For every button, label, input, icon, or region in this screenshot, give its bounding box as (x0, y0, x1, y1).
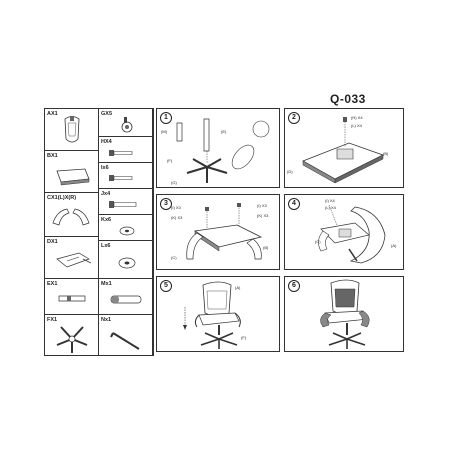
callout-label: (D) (287, 169, 293, 174)
part-f-cell: FX1 (45, 315, 99, 355)
callout-label: (E) (221, 129, 227, 134)
step-number: 5 (160, 280, 172, 292)
caster-icon (99, 117, 153, 137)
gas-lift-icon (45, 279, 99, 315)
parts-list: AX1 GX5 HX4 BX1 Ix6 (44, 108, 154, 356)
part-a-cell: AX1 (45, 109, 99, 151)
part-label: EX1 (47, 281, 58, 287)
step-6-panel: 6 (284, 276, 404, 352)
callout-label: (K) X3 (171, 215, 183, 220)
callout-label: (A) (235, 285, 241, 290)
callout-label: (I) X3 (171, 205, 181, 210)
step-1-panel: 1 (M) (E) (F) (G) (156, 108, 280, 188)
step-2-illustration (285, 117, 405, 189)
callout-label: (C) (315, 239, 321, 244)
part-label: Jx4 (101, 191, 111, 197)
part-i-cell: Ix6 (99, 163, 153, 189)
part-label: BX1 (47, 153, 58, 159)
part-k-cell: Kx6 (99, 215, 153, 241)
callout-label: (F) (241, 335, 247, 340)
callout-label: (A) (391, 243, 397, 248)
callout-label: (G) (171, 180, 177, 185)
part-m-cell: Mx1 (99, 279, 153, 315)
part-d-cell: DX1 (45, 237, 99, 279)
callout-label: (I) X3 (257, 203, 267, 208)
part-label: Ix6 (101, 165, 109, 171)
washer-icon (99, 215, 153, 241)
part-b-cell: BX1 (45, 151, 99, 193)
part-label: Nx1 (101, 317, 112, 323)
part-l-cell: Lx6 (99, 241, 153, 279)
step-4-panel: 4 (I) X4 (L) X4 (C) (A) (284, 194, 404, 270)
part-label: GX5 (101, 111, 113, 117)
base-icon (45, 315, 99, 355)
part-label: CX1(L)X(R) (47, 195, 77, 201)
part-e-cell: EX1 (45, 279, 99, 315)
step-number: 3 (160, 198, 172, 210)
seat-back-icon (45, 109, 99, 151)
part-label: Mx1 (101, 281, 112, 287)
part-n-cell: Nx1 (99, 315, 153, 355)
step-number: 1 (160, 112, 172, 124)
part-h-cell: HX4 (99, 137, 153, 163)
callout-label: (F) (167, 158, 173, 163)
step-4-illustration (285, 195, 405, 271)
step-2-panel: 2 (H) X4 (L) X4 (B) (D) (284, 108, 404, 188)
part-label: HX4 (101, 139, 112, 145)
callout-label: (B) (263, 245, 269, 250)
callout-label: (L) X4 (325, 205, 336, 210)
callout-label: (L) X4 (351, 123, 362, 128)
step-6-illustration (285, 277, 405, 353)
step-number: 4 (288, 198, 300, 210)
callout-label: (H) X4 (351, 115, 363, 120)
mechanism-icon (45, 237, 99, 279)
part-label: AX1 (47, 111, 58, 117)
callout-label: (I) X4 (325, 198, 335, 203)
step-3-illustration (157, 203, 281, 271)
callout-label: (M) (161, 129, 167, 134)
part-label: DX1 (47, 239, 58, 245)
callout-label: (C) (171, 255, 177, 260)
long-bolt-icon (109, 201, 153, 208)
step-5-panel: 5 (A) (F) (156, 276, 280, 352)
step-number: 6 (288, 280, 300, 292)
callout-label: (B) (383, 151, 389, 156)
part-label: Kx6 (101, 217, 112, 223)
bolt-icon (109, 150, 153, 156)
part-label: FX1 (47, 317, 58, 323)
armrest-icon (45, 193, 99, 237)
step-3-panel: 3 (I) X3 (I) X3 (K) X3 (K) X3 (C) (B) (156, 194, 280, 270)
step-5-illustration (183, 277, 281, 353)
cover-icon (99, 279, 153, 315)
model-number: Q-033 (330, 92, 366, 106)
callout-label: (K) X3 (257, 213, 269, 218)
part-c-cell: CX1(L)X(R) (45, 193, 99, 237)
screw-icon (109, 175, 153, 181)
part-j-cell: Jx4 (99, 189, 153, 215)
seat-cushion-icon (45, 151, 99, 193)
part-label: Lx6 (101, 243, 111, 249)
step-number: 2 (288, 112, 300, 124)
step-1-illustration (157, 109, 281, 189)
large-washer-icon (99, 241, 153, 279)
hex-key-icon (99, 315, 153, 355)
part-g-cell: GX5 (99, 109, 153, 137)
